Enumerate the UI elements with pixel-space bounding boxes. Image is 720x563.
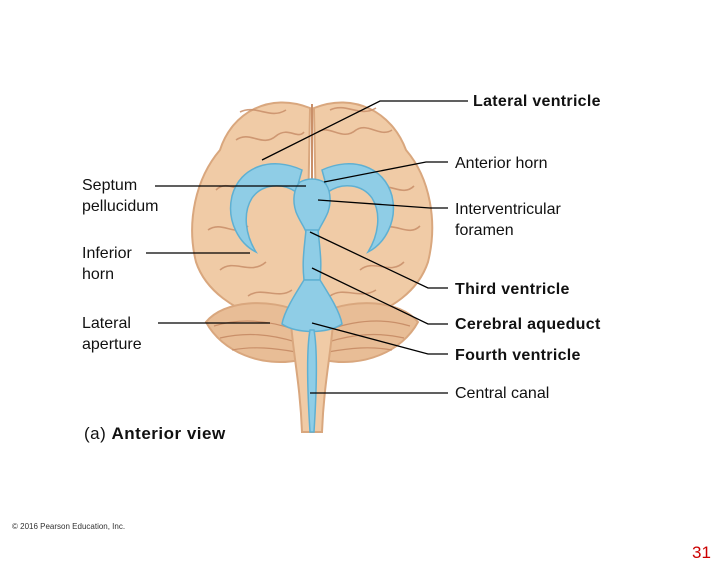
label-anterior-horn: Anterior horn bbox=[455, 155, 548, 172]
copyright-notice: © 2016 Pearson Education, Inc. bbox=[12, 522, 126, 531]
leader-third-ventricle bbox=[309, 231, 448, 289]
leader-cerebral-aqueduct bbox=[311, 267, 448, 325]
label-lateral-aperture: Lateral aperture bbox=[82, 315, 142, 353]
label-lateral-ventricle: Lateral ventricle bbox=[473, 93, 601, 110]
caption-view: Anterior view bbox=[111, 424, 226, 443]
leader-fourth-ventricle bbox=[311, 322, 448, 355]
label-fourth-ventricle: Fourth ventricle bbox=[455, 347, 581, 364]
page-number: 31 bbox=[692, 543, 711, 562]
brain-ventricles-illustration bbox=[146, 100, 468, 433]
label-interventricular-foramen: Interventricular foramen bbox=[455, 201, 561, 239]
label-septum-pellucidum: Septum pellucidum bbox=[82, 177, 159, 215]
label-cerebral-aqueduct: Cerebral aqueduct bbox=[455, 316, 601, 333]
leader-lines bbox=[146, 100, 468, 394]
cerebellum bbox=[204, 302, 420, 364]
leader-lateral-ventricle bbox=[261, 100, 468, 161]
label-inferior-horn: Inferior horn bbox=[82, 245, 132, 283]
caption-prefix: (a) bbox=[84, 424, 107, 443]
label-central-canal: Central canal bbox=[455, 385, 550, 402]
label-third-ventricle: Third ventricle bbox=[455, 281, 570, 298]
leader-anterior-horn bbox=[323, 161, 448, 183]
figure-caption: (a) Anterior view bbox=[84, 424, 226, 444]
leader-interventricular-foramen bbox=[317, 199, 448, 209]
